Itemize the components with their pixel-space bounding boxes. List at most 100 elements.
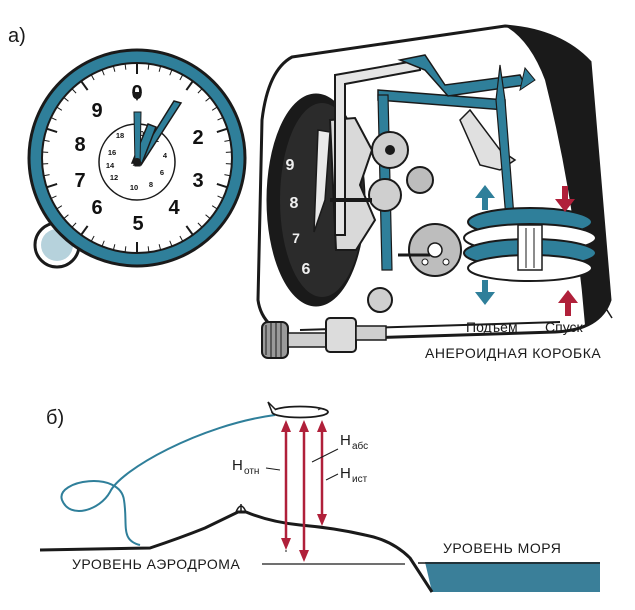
dial-tick: [158, 244, 162, 251]
dial-tick: [185, 80, 194, 91]
dial-number-9: 9: [91, 100, 102, 122]
h-ist-label: H ист: [325, 465, 368, 485]
dial-number-7: 7: [74, 170, 85, 192]
dial-tick: [56, 106, 63, 111]
dial-tick: [90, 235, 95, 242]
aneroid-capsule: [463, 207, 613, 319]
inner-number-0: 0: [140, 129, 144, 138]
dial-tick: [71, 222, 77, 228]
dial-tick: [50, 117, 57, 121]
dial-tick: [80, 80, 89, 91]
index-triangle: [132, 92, 142, 101]
svg-text:абс: абс: [352, 440, 368, 452]
dial-tick: [43, 139, 50, 142]
terrain-profile: [39, 510, 434, 593]
side-dial-number-9: 9: [286, 157, 295, 174]
dial-tick: [46, 127, 58, 133]
dial-tick: [197, 222, 203, 228]
dial-number-5: 5: [132, 213, 143, 235]
h-otn-label: H отн: [232, 457, 281, 477]
dial-tick: [90, 74, 95, 81]
dial-ticks: [42, 63, 232, 253]
altimeter-dial: 0 2 3 4 5 6 7 8 9 0 2 4 6 8 10 12 14 16 …: [27, 48, 247, 269]
altitude-arrows: [281, 420, 327, 562]
hand-pivot: [133, 158, 141, 166]
dial-tick: [216, 127, 228, 133]
side-dial-number-6: 6: [302, 261, 311, 278]
dial-tick: [169, 69, 173, 76]
inner-number-18: 18: [116, 131, 124, 140]
panel-b-label: б): [46, 407, 64, 429]
dial-tick: [101, 240, 105, 247]
inner-number-12: 12: [110, 173, 118, 182]
dial-tick: [217, 117, 224, 121]
inner-number-16: 16: [108, 148, 116, 157]
h-abs-label: H абс: [311, 432, 368, 463]
dial-tick: [80, 225, 89, 236]
dial-tick: [224, 139, 231, 142]
inner-number-8: 8: [149, 180, 153, 189]
arrow-down-blue: [475, 280, 495, 305]
dial-tick: [179, 235, 184, 242]
dial-tick: [205, 97, 211, 102]
gear: [368, 178, 402, 212]
dial-tick: [112, 65, 116, 72]
label-aneroid: Анероидная коробка: [425, 345, 601, 361]
dial-tick: [217, 195, 224, 199]
svg-text:H: H: [340, 465, 351, 482]
altimeter-mechanism: 9 8 7 6: [256, 24, 613, 359]
setting-knob: [261, 317, 387, 359]
dial-number-2: 2: [192, 127, 203, 149]
panel-a-label: а): [8, 25, 26, 47]
dial-tick: [211, 106, 218, 111]
gear: [406, 166, 434, 194]
dial-tick: [197, 88, 203, 94]
dial-tick: [224, 174, 231, 177]
dial-tick: [101, 69, 105, 76]
arrow-down-red: [555, 186, 575, 212]
side-dial-number-7: 7: [292, 230, 300, 246]
sea: [425, 562, 600, 592]
small-hand: [133, 111, 142, 167]
dial-tick: [185, 225, 194, 236]
label-descent: Спуск: [545, 319, 584, 335]
flight-path: [60, 414, 276, 546]
dial-tick: [63, 97, 69, 102]
dial-number-6: 6: [91, 197, 102, 219]
dial-tick: [50, 195, 57, 199]
airfield-level-label: Уровень аэродрома: [72, 556, 240, 572]
label-climb: Подъем: [466, 319, 518, 335]
side-dial-number-8: 8: [290, 195, 299, 212]
svg-text:отн: отн: [244, 466, 259, 477]
dial-tick: [56, 205, 63, 210]
airplane-icon: [267, 401, 329, 419]
inner-number-10: 10: [130, 183, 138, 192]
dial-tick: [147, 63, 150, 70]
dial-number-8: 8: [74, 134, 85, 156]
dial-number-4: 4: [168, 197, 180, 219]
dial-tick: [43, 174, 50, 177]
dial-tick: [71, 88, 77, 94]
dial-number-3: 3: [192, 170, 203, 192]
dial-tick: [158, 65, 162, 72]
arrow-up-blue: [475, 185, 495, 210]
dial-tick: [211, 205, 218, 210]
dial-tick: [46, 183, 58, 189]
svg-text:H: H: [232, 457, 243, 474]
dial-tick: [63, 214, 69, 219]
svg-text:ист: ист: [352, 474, 368, 485]
gear: [367, 287, 393, 313]
dial-tick: [179, 74, 184, 81]
dial-tick: [124, 246, 127, 253]
dial-tick: [112, 244, 116, 251]
dial-tick: [205, 214, 211, 219]
sea-level-label: Уровень моря: [443, 540, 561, 556]
arrow-up-red: [558, 290, 578, 316]
dial-tick: [169, 240, 173, 247]
dial-tick: [124, 63, 127, 70]
dial-tick: [216, 183, 228, 189]
inner-number-6: 6: [160, 168, 164, 177]
svg-text:H: H: [340, 432, 351, 449]
inner-number-4: 4: [163, 151, 168, 160]
